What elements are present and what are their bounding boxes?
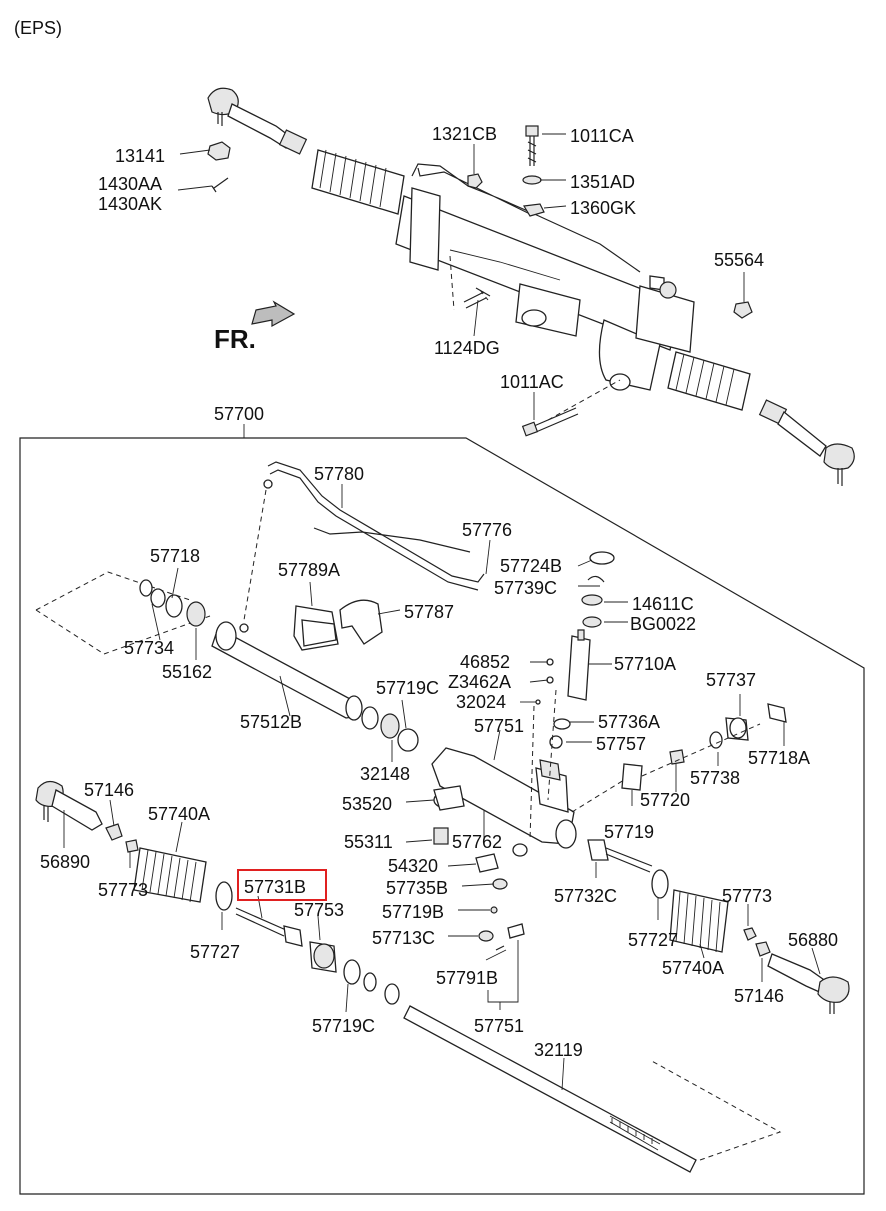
part-label-55162[interactable]: 55162	[162, 662, 212, 682]
part-label-57791B[interactable]: 57791B	[436, 968, 498, 988]
part-label-57751-b[interactable]: 57751	[474, 1016, 524, 1036]
part-label-55564[interactable]: 55564	[714, 250, 764, 270]
part-label-56890[interactable]: 56890	[40, 852, 90, 872]
part-label-57739C[interactable]: 57739C	[494, 578, 557, 598]
part-label-1430AA[interactable]: 1430AA	[98, 174, 162, 194]
part-label-57727-b[interactable]: 57727	[628, 930, 678, 950]
bracket-left	[35, 571, 211, 655]
part-label-57736A[interactable]: 57736A	[598, 712, 660, 732]
part-label-1321CB[interactable]: 1321CB	[432, 124, 497, 144]
lower-parts	[35, 461, 850, 1173]
part-label-57719C-b[interactable]: 57719C	[312, 1016, 375, 1036]
part-label-57727-a[interactable]: 57727	[190, 942, 240, 962]
part-label-1011AC[interactable]: 1011AC	[500, 372, 564, 392]
part-label-57751-a[interactable]: 57751	[474, 716, 524, 736]
part-label-57757[interactable]: 57757	[596, 734, 646, 754]
part-label-57740A-a[interactable]: 57740A	[148, 804, 210, 824]
part-label-57713C[interactable]: 57713C	[372, 928, 435, 948]
header-label: (EPS)	[14, 18, 62, 38]
part-label-32148[interactable]: 32148	[360, 764, 410, 784]
gear-housing	[431, 747, 577, 849]
boot-right-top	[667, 351, 751, 411]
part-label-57735B[interactable]: 57735B	[386, 878, 448, 898]
part-label-57773-a[interactable]: 57773	[98, 880, 148, 900]
small-parts-middle	[433, 551, 615, 951]
part-label-1430AK[interactable]: 1430AK	[98, 194, 162, 214]
part-label-57719B[interactable]: 57719B	[382, 902, 444, 922]
part-label-56880[interactable]: 56880	[788, 930, 838, 950]
part-label-57787[interactable]: 57787	[404, 602, 454, 622]
leaders-lower	[63, 484, 821, 1091]
part-label-57719[interactable]: 57719	[604, 822, 654, 842]
part-label-BG0022[interactable]: BG0022	[630, 614, 696, 634]
tube-57512B	[211, 621, 363, 721]
mount-bushing	[293, 599, 383, 651]
part-label-55311[interactable]: 55311	[344, 832, 393, 852]
part-label-1351AD[interactable]: 1351AD	[570, 172, 635, 192]
part-label-46852[interactable]: 46852	[460, 652, 510, 672]
part-label-57734[interactable]: 57734	[124, 638, 174, 658]
part-label-57789A[interactable]: 57789A	[278, 560, 340, 580]
part-label-57780[interactable]: 57780	[314, 464, 364, 484]
rack-housing-top	[395, 163, 695, 391]
part-label-57718[interactable]: 57718	[150, 546, 200, 566]
part-label-54320[interactable]: 54320	[388, 856, 438, 876]
part-label-57724B[interactable]: 57724B	[500, 556, 562, 576]
pipe-57780	[243, 461, 485, 621]
part-label-1124DG[interactable]: 1124DG	[434, 338, 500, 358]
rack-assembly-top: FR.	[177, 87, 855, 486]
part-label-57737[interactable]: 57737	[706, 670, 756, 690]
part-label-32024[interactable]: 32024	[456, 692, 506, 712]
part-label-13141[interactable]: 13141	[115, 146, 165, 166]
rings-left	[139, 579, 206, 627]
rack-bar-32119	[403, 1005, 782, 1173]
front-direction-indicator: FR.	[214, 300, 296, 354]
front-direction-label: FR.	[214, 324, 256, 354]
part-label-57776[interactable]: 57776	[462, 520, 512, 540]
ring-32148-a	[361, 706, 379, 730]
part-label-57146-b[interactable]: 57146	[734, 986, 784, 1006]
leaders-top	[177, 133, 745, 420]
part-label-57700[interactable]: 57700	[214, 404, 264, 424]
ring-57719C	[397, 728, 419, 752]
part-label-57773-b[interactable]: 57773	[722, 886, 772, 906]
part-label-53520[interactable]: 53520	[342, 794, 392, 814]
fasteners-top	[207, 125, 753, 437]
part-label-32119[interactable]: 32119	[534, 1040, 583, 1060]
part-labels: 13141 1430AA 1430AK 1321CB 1011CA 1351AD…	[40, 124, 838, 1060]
part-label-57753[interactable]: 57753	[294, 900, 344, 920]
highlight-box	[237, 869, 327, 901]
part-label-57512B[interactable]: 57512B	[240, 712, 302, 732]
part-label-57740A-b[interactable]: 57740A	[662, 958, 724, 978]
tie-rod-end-right-top	[758, 399, 855, 486]
ring-32148-b	[380, 713, 400, 739]
boot-left-top	[311, 149, 405, 215]
part-label-1360GK[interactable]: 1360GK	[570, 198, 636, 218]
part-label-57710A[interactable]: 57710A	[614, 654, 676, 674]
part-label-57732C[interactable]: 57732C	[554, 886, 617, 906]
kit-57700-frame	[19, 424, 865, 1195]
part-label-57738[interactable]: 57738	[690, 768, 740, 788]
right-side-parts	[571, 703, 850, 1014]
part-label-Z3462A[interactable]: Z3462A	[448, 672, 511, 692]
part-label-57731B[interactable]: 57731B	[244, 877, 306, 897]
tie-rod-end-left-top	[207, 87, 308, 155]
part-label-57720[interactable]: 57720	[640, 790, 690, 810]
part-label-57762[interactable]: 57762	[452, 832, 502, 852]
part-label-1011CA[interactable]: 1011CA	[570, 126, 634, 146]
part-label-57719C-a[interactable]: 57719C	[376, 678, 439, 698]
part-label-57146-a[interactable]: 57146	[84, 780, 134, 800]
part-label-57718A[interactable]: 57718A	[748, 748, 810, 768]
left-lower-parts	[35, 780, 400, 1005]
part-label-14611C[interactable]: 14611C	[632, 594, 694, 614]
